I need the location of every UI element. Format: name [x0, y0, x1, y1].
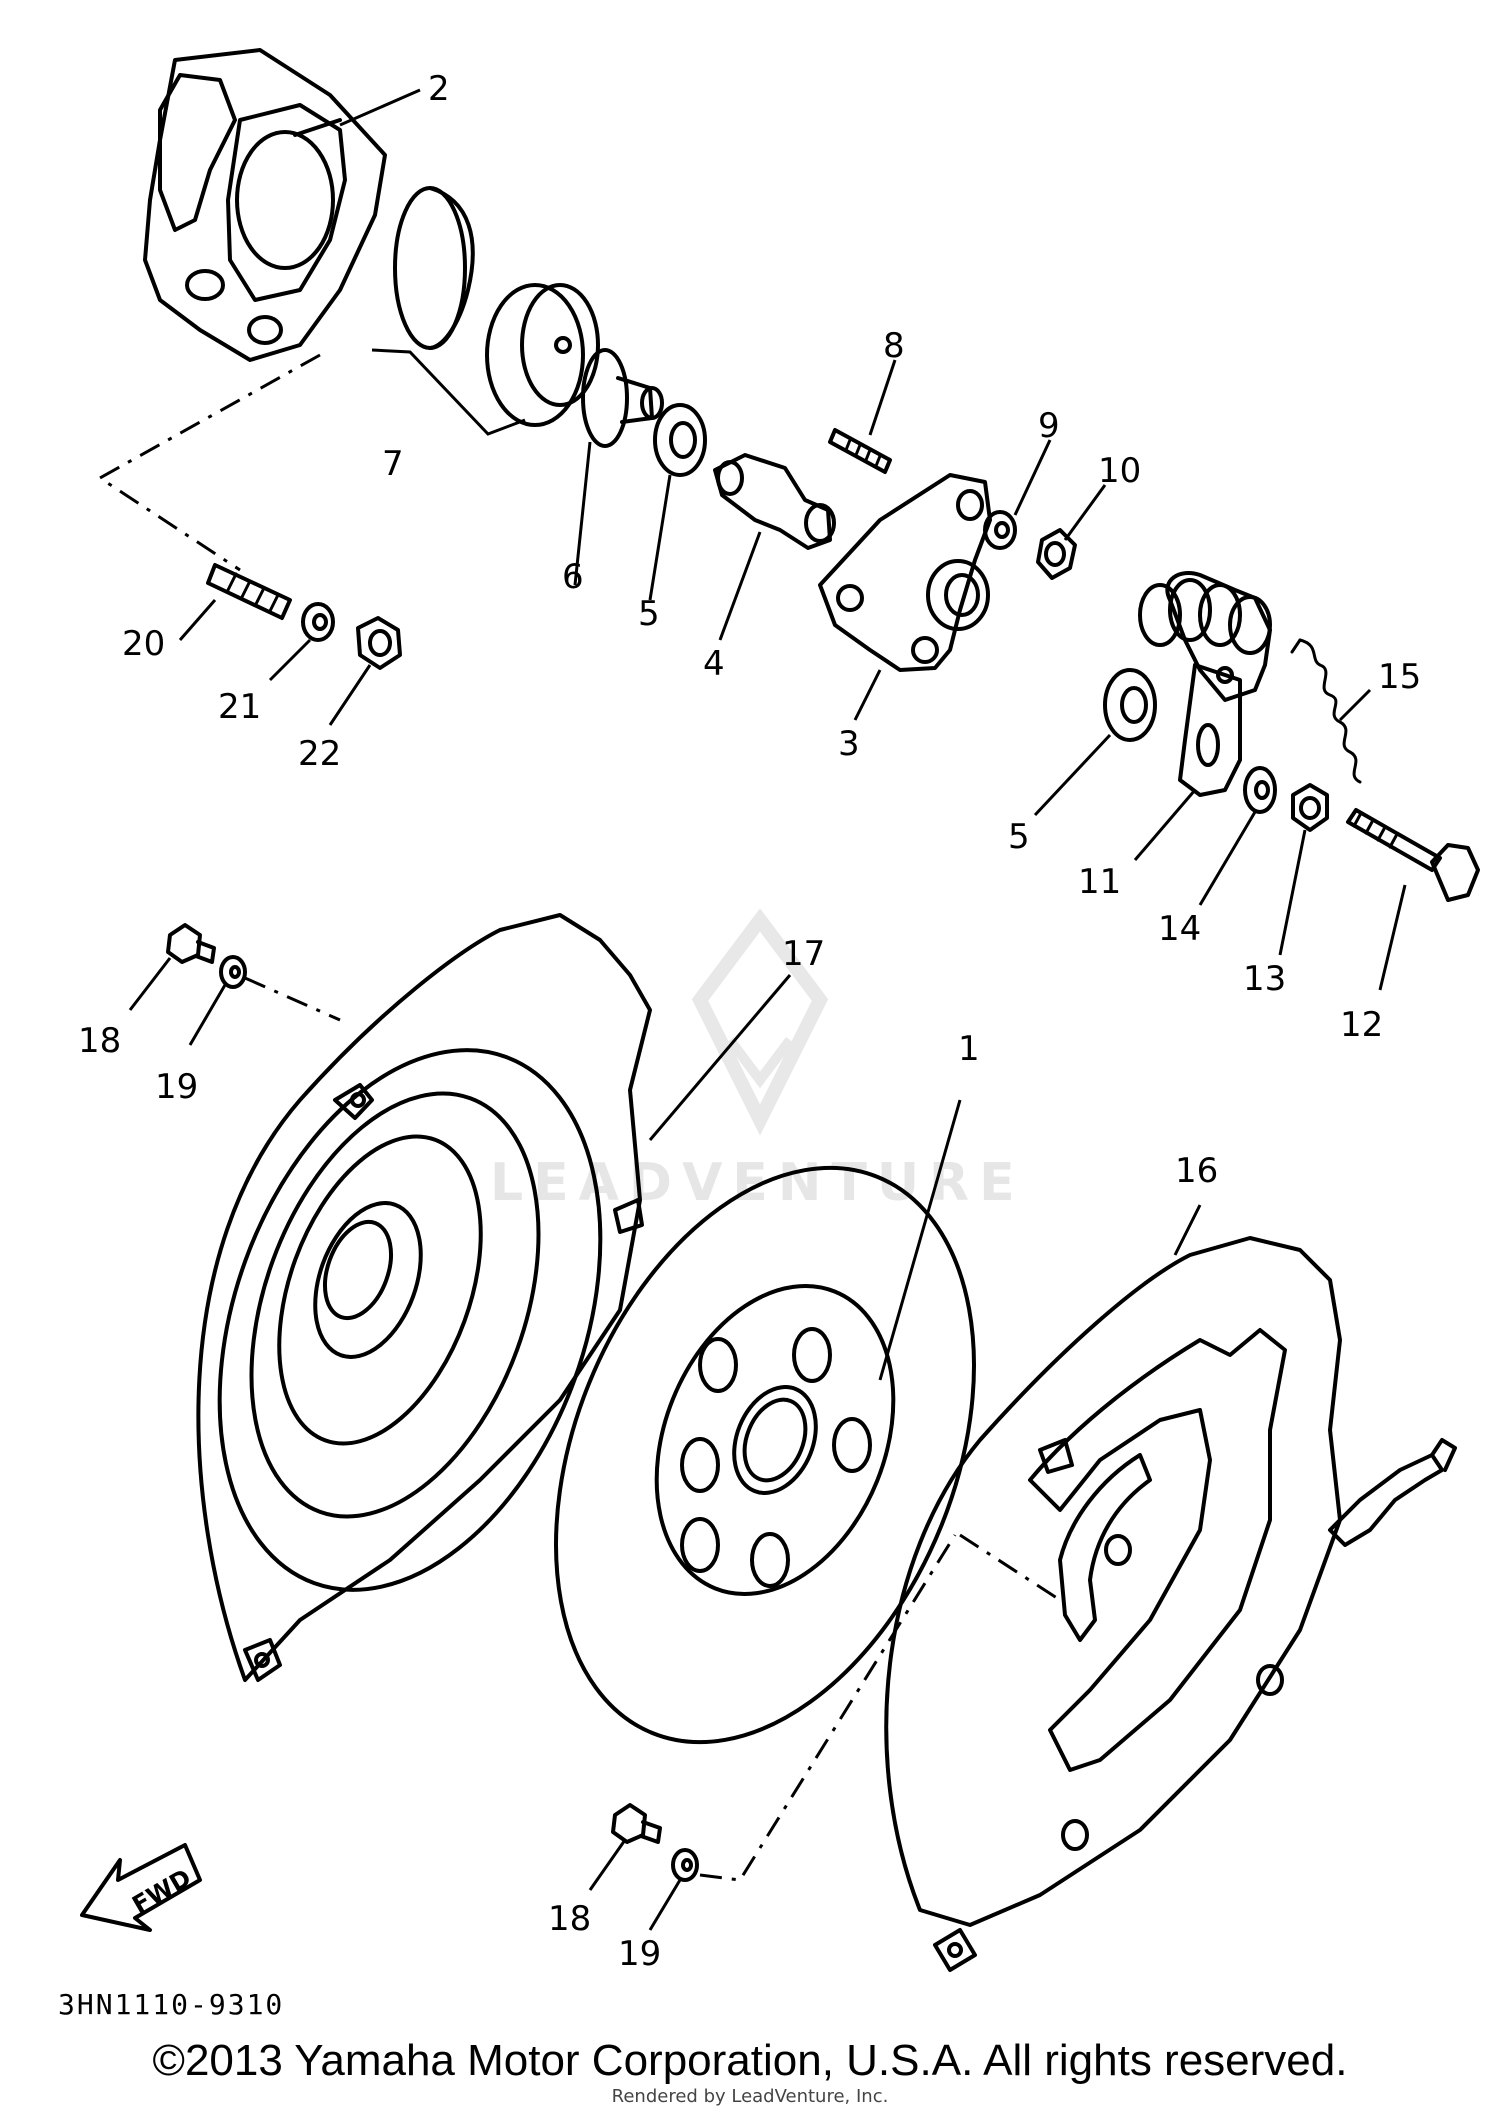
copyright-notice: ©2013 Yamaha Motor Corporation, U.S.A. A…: [152, 2036, 1348, 2085]
callout-5-upper: 5: [638, 594, 660, 634]
callout-18-upper: 18: [78, 1021, 121, 1061]
part-14-washer: [1243, 766, 1277, 814]
callout-20: 20: [122, 624, 165, 664]
part-18-bolt-upper: [166, 923, 216, 964]
part-20-stud: [206, 563, 292, 620]
callout-14: 14: [1158, 909, 1201, 949]
callout-16: 16: [1175, 1151, 1218, 1191]
callout-21: 21: [218, 687, 261, 727]
rendered-by-notice: Rendered by LeadVenture, Inc.: [611, 2086, 889, 2107]
callout-17: 17: [782, 934, 825, 974]
part-11-lever-assembly: [1138, 571, 1272, 797]
callout-8: 8: [883, 326, 905, 366]
watermark-text: LEADVENTURE: [490, 1153, 1025, 1213]
callout-2: 2: [428, 69, 450, 109]
callout-19-lower: 19: [618, 1934, 661, 1974]
part-10-nut: [1036, 528, 1077, 580]
leadventure-watermark-logo: LEADVENTURE: [490, 908, 1025, 1213]
part-9-washer: [983, 510, 1017, 550]
assembly-line-bolt-lower: [699, 1534, 957, 1882]
part-6-piston: [581, 348, 664, 448]
callout-15: 15: [1378, 657, 1421, 697]
part-4-shaft: [713, 453, 836, 550]
part-18-bolt-lower: [611, 1803, 662, 1844]
callout-7: 7: [382, 444, 404, 484]
callout-11: 11: [1078, 862, 1121, 902]
callout-10: 10: [1098, 451, 1141, 491]
forward-direction-arrow: FWD: [80, 1843, 202, 1932]
callout-3: 3: [838, 724, 860, 764]
part-2-housing: [143, 48, 387, 362]
part-22-nut: [356, 616, 402, 670]
part-5-seal-upper: [653, 403, 707, 477]
assembly-line-stud: [97, 353, 321, 572]
part-17-cover: [196, 913, 652, 1682]
catalog-code: 3HN1110-9310: [58, 1988, 285, 2021]
part-8-stud: [828, 428, 892, 474]
callout-5-lower: 5: [1008, 817, 1030, 857]
callout-12: 12: [1340, 1005, 1383, 1045]
leader-lines: [128, 88, 1407, 1931]
part-12-bolt: [1346, 808, 1480, 902]
callout-9: 9: [1038, 406, 1060, 446]
part-1-brake-disc: [554, 1165, 976, 1745]
part-19-washer-lower: [671, 1848, 699, 1882]
callout-1: 1: [958, 1029, 980, 1069]
part-16-dust-shield: [884, 1236, 1457, 1972]
callout-22: 22: [298, 734, 341, 774]
part-3-caliper-body: [818, 473, 992, 672]
part-19-washer-upper: [219, 955, 247, 989]
assembly-line-bolt-upper: [244, 976, 341, 1022]
part-15-spring: [1290, 638, 1362, 784]
callout-19-upper: 19: [155, 1067, 198, 1107]
callout-18-lower: 18: [548, 1899, 591, 1939]
callout-labels: 2 7 6 5 4 8 3 9 10 15 5 11 14 13 12 20 2…: [78, 69, 1421, 1974]
part-5-seal-lower: [1103, 668, 1157, 742]
assembly-line-shield: [959, 1533, 1061, 1602]
callout-6: 6: [562, 557, 584, 597]
part-13-nut: [1291, 783, 1329, 832]
part-21-washer: [301, 602, 335, 642]
callout-13: 13: [1243, 959, 1286, 999]
part-7-cap-set: [371, 186, 600, 436]
callout-4: 4: [703, 644, 725, 684]
